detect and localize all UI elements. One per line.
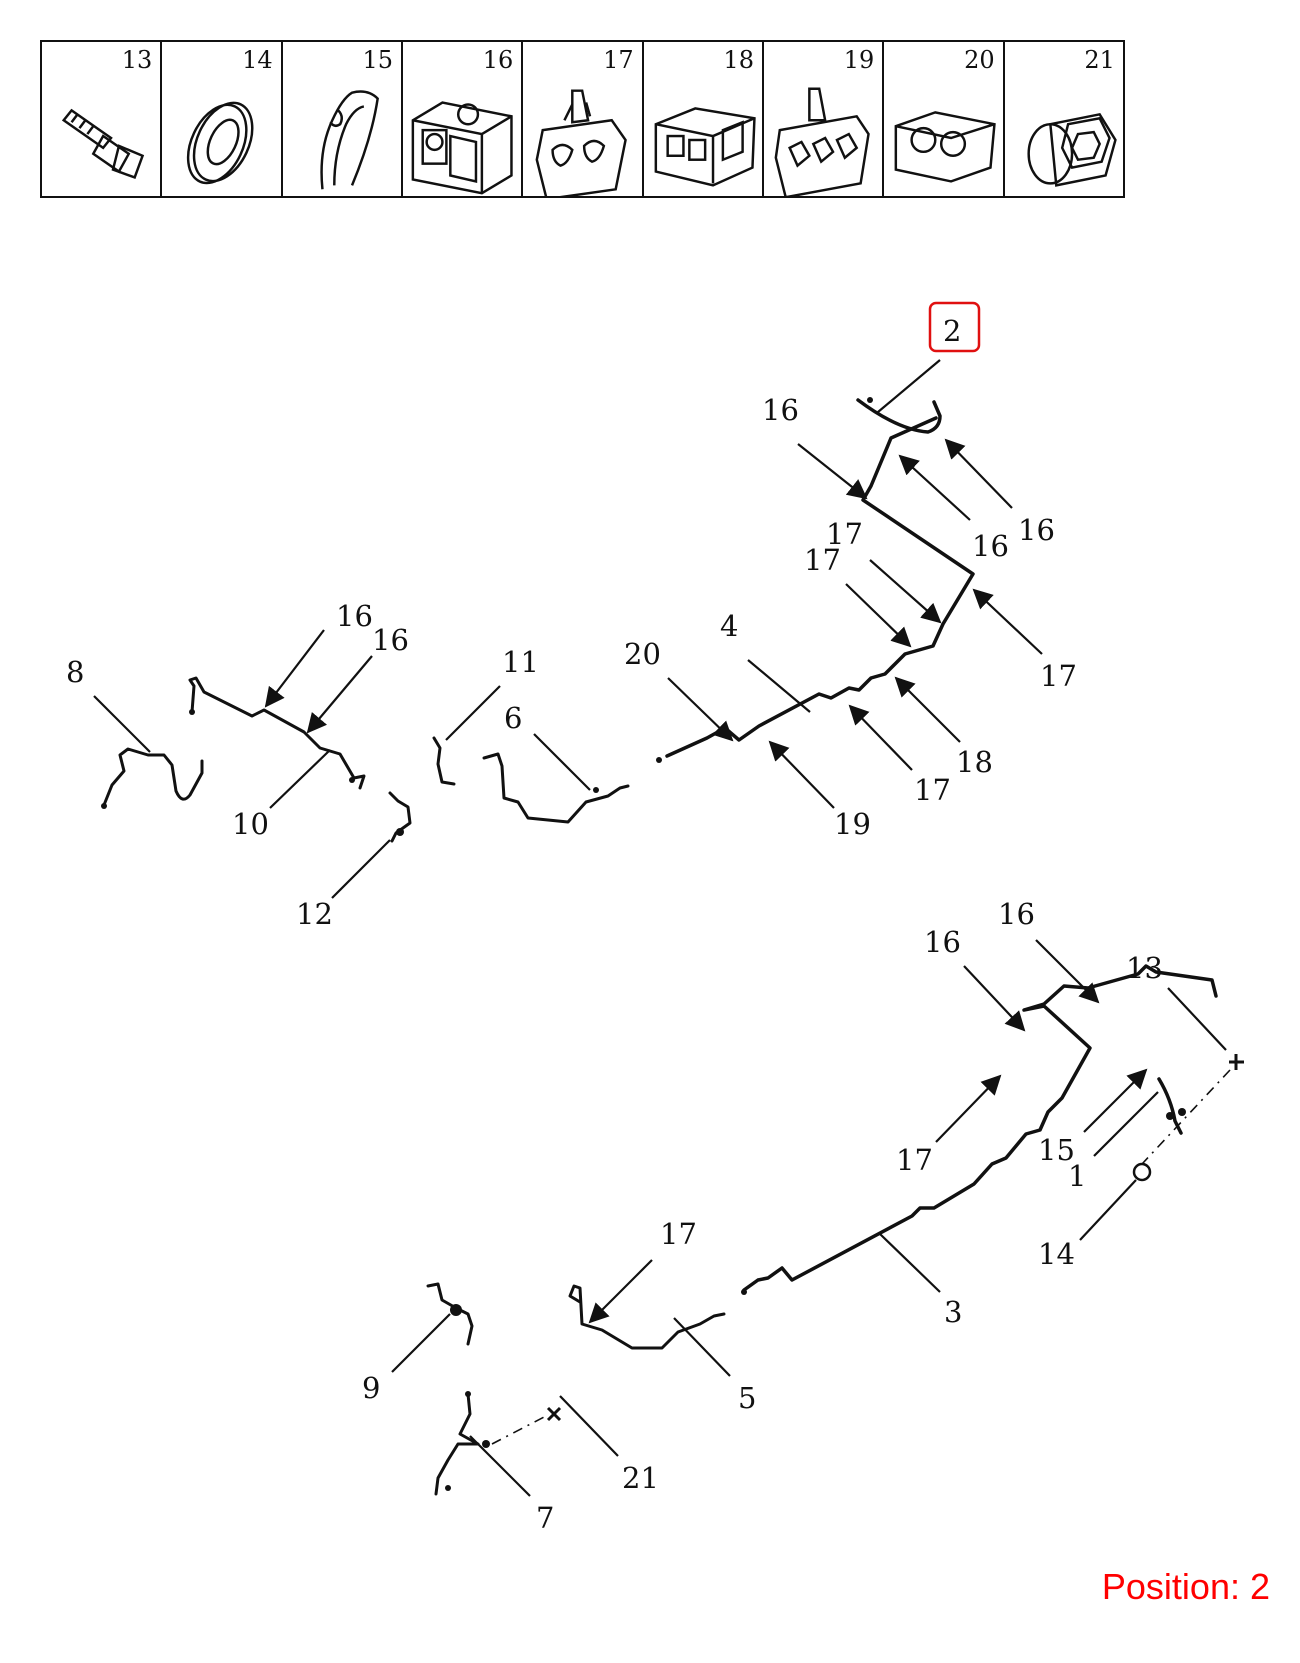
push-clip-icon bbox=[535, 89, 628, 198]
callout-17[interactable]: 17 bbox=[914, 773, 951, 807]
legend-cell-19[interactable]: 19 bbox=[764, 42, 885, 198]
legend-number: 16 bbox=[482, 46, 514, 74]
callout-20[interactable]: 20 bbox=[624, 637, 661, 671]
parts-legend-table: 13 14 15 bbox=[40, 40, 1125, 198]
washer-icon bbox=[187, 101, 254, 185]
callout-4[interactable]: 4 bbox=[720, 609, 738, 643]
legend-number: 17 bbox=[603, 46, 634, 74]
legend-number: 19 bbox=[843, 46, 875, 74]
position-label: Position: 2 bbox=[1101, 1566, 1270, 1607]
callout-17[interactable]: 17 bbox=[804, 543, 841, 577]
legend-cell-13[interactable]: 13 bbox=[42, 42, 163, 196]
part-3-line[interactable] bbox=[742, 964, 1218, 1292]
multi-push-clip-icon bbox=[774, 87, 870, 198]
legend-number: 18 bbox=[723, 46, 754, 74]
highlight-box bbox=[928, 301, 981, 353]
legend-number: 15 bbox=[362, 46, 393, 74]
legend-cell-20[interactable]: 20 bbox=[884, 42, 1005, 196]
callout-16[interactable]: 16 bbox=[336, 599, 373, 633]
bolt-13-marker bbox=[1229, 1054, 1244, 1070]
double-clip-icon bbox=[654, 107, 756, 187]
part-11-line[interactable] bbox=[432, 736, 456, 786]
callout-16[interactable]: 16 bbox=[372, 623, 409, 657]
part-2-hose[interactable] bbox=[856, 398, 942, 434]
legend-cell-16[interactable]: 16 bbox=[403, 42, 524, 196]
callout-10[interactable]: 10 bbox=[232, 807, 269, 841]
callout-17[interactable]: 17 bbox=[896, 1143, 933, 1177]
callout-11[interactable]: 11 bbox=[502, 645, 539, 679]
part-6-line[interactable] bbox=[482, 752, 630, 824]
legend-cell-18[interactable]: 18 bbox=[644, 42, 764, 196]
callout-5[interactable]: 5 bbox=[738, 1381, 756, 1415]
callout-2[interactable]: 2 bbox=[943, 314, 961, 348]
bolt-icon bbox=[61, 108, 145, 180]
part-8-line[interactable] bbox=[102, 747, 204, 807]
legend-number: 14 bbox=[242, 46, 273, 74]
callout-16[interactable]: 16 bbox=[924, 925, 961, 959]
callout-14[interactable]: 14 bbox=[1038, 1237, 1075, 1271]
legend-cell-21[interactable]: 21 bbox=[1005, 42, 1123, 196]
callout-17[interactable]: 17 bbox=[1040, 659, 1077, 693]
callout-16[interactable]: 16 bbox=[762, 393, 799, 427]
callout-13[interactable]: 13 bbox=[1126, 951, 1163, 985]
callout-18[interactable]: 18 bbox=[956, 745, 993, 779]
legend-number: 13 bbox=[121, 46, 153, 74]
part-1-hose[interactable] bbox=[1157, 1077, 1183, 1135]
box-clip-icon bbox=[411, 101, 513, 195]
callout-16[interactable]: 16 bbox=[972, 529, 1009, 563]
legend-number: 21 bbox=[1084, 46, 1115, 74]
nut-21-marker bbox=[546, 1406, 562, 1422]
spring-clip-icon bbox=[319, 90, 379, 190]
part-7-line[interactable] bbox=[434, 1392, 480, 1496]
part-4-line[interactable] bbox=[665, 416, 975, 758]
callout-12[interactable]: 12 bbox=[296, 897, 333, 931]
callout-7[interactable]: 7 bbox=[536, 1501, 554, 1535]
callout-3[interactable]: 3 bbox=[944, 1295, 962, 1329]
legend-cell-15[interactable]: 15 bbox=[283, 42, 403, 196]
legend-number: 20 bbox=[964, 46, 995, 74]
callout-21[interactable]: 21 bbox=[622, 1461, 659, 1495]
callout-1[interactable]: 1 bbox=[1068, 1159, 1086, 1193]
callout-17[interactable]: 17 bbox=[826, 517, 863, 551]
callout-9[interactable]: 9 bbox=[362, 1371, 380, 1405]
callout-15[interactable]: 15 bbox=[1038, 1133, 1075, 1167]
callout-8[interactable]: 8 bbox=[66, 655, 84, 689]
callout-6[interactable]: 6 bbox=[504, 701, 522, 735]
part-10-line[interactable] bbox=[188, 676, 366, 790]
part-12-line[interactable] bbox=[388, 791, 412, 843]
washer-14-marker bbox=[1132, 1162, 1152, 1182]
callout-17[interactable]: 17 bbox=[660, 1217, 697, 1251]
legend-cell-14[interactable]: 14 bbox=[162, 42, 283, 196]
part-5-line[interactable] bbox=[568, 1284, 726, 1350]
callout-16[interactable]: 16 bbox=[998, 897, 1035, 931]
callout-19[interactable]: 19 bbox=[834, 807, 871, 841]
tube-clip-icon bbox=[894, 111, 997, 183]
flange-nut-icon bbox=[1027, 112, 1117, 187]
callout-16[interactable]: 16 bbox=[1018, 513, 1055, 547]
legend-cell-17[interactable]: 17 bbox=[523, 42, 644, 198]
